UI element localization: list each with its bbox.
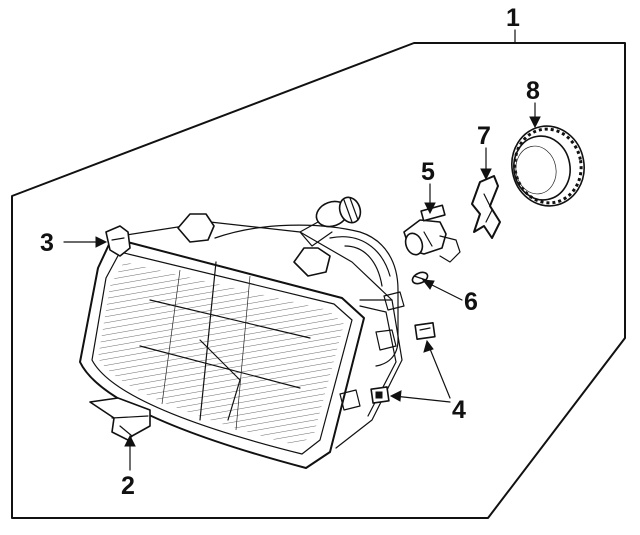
part-3-bracket <box>105 225 131 257</box>
callout-4: 4 <box>452 396 466 424</box>
callout-5: 5 <box>421 158 435 186</box>
leader-line-4b <box>393 395 451 403</box>
part-4-nut-lower <box>370 386 390 404</box>
arrowhead-6 <box>421 279 435 290</box>
top-mounting-bracket <box>177 213 215 243</box>
housing-socket <box>299 196 362 247</box>
arrowhead-5 <box>424 202 436 215</box>
assembly-boundary <box>11 42 626 519</box>
part-8-retaining-ring <box>511 125 585 207</box>
arrowhead-3 <box>95 236 108 248</box>
callout-6: 6 <box>464 288 478 316</box>
headlamp-lens <box>79 237 365 469</box>
part-7-retaining-spring <box>471 175 501 239</box>
leader-line-4a <box>427 343 451 399</box>
callout-1: 1 <box>506 4 520 32</box>
arrowhead-8 <box>529 116 541 129</box>
arrowhead-4b <box>389 390 402 402</box>
part-5-bulb <box>403 204 461 263</box>
part-4-nut-upper <box>414 322 436 340</box>
callout-7: 7 <box>477 122 491 150</box>
arrowhead-4a <box>423 339 434 353</box>
part-2-adjuster-clip <box>89 397 151 441</box>
top-right-mounting-bracket <box>293 247 331 277</box>
arrowhead-2 <box>124 434 136 447</box>
callout-2: 2 <box>121 472 135 500</box>
callout-3: 3 <box>40 229 54 257</box>
arrowhead-7 <box>480 168 492 181</box>
callout-8: 8 <box>526 77 540 105</box>
